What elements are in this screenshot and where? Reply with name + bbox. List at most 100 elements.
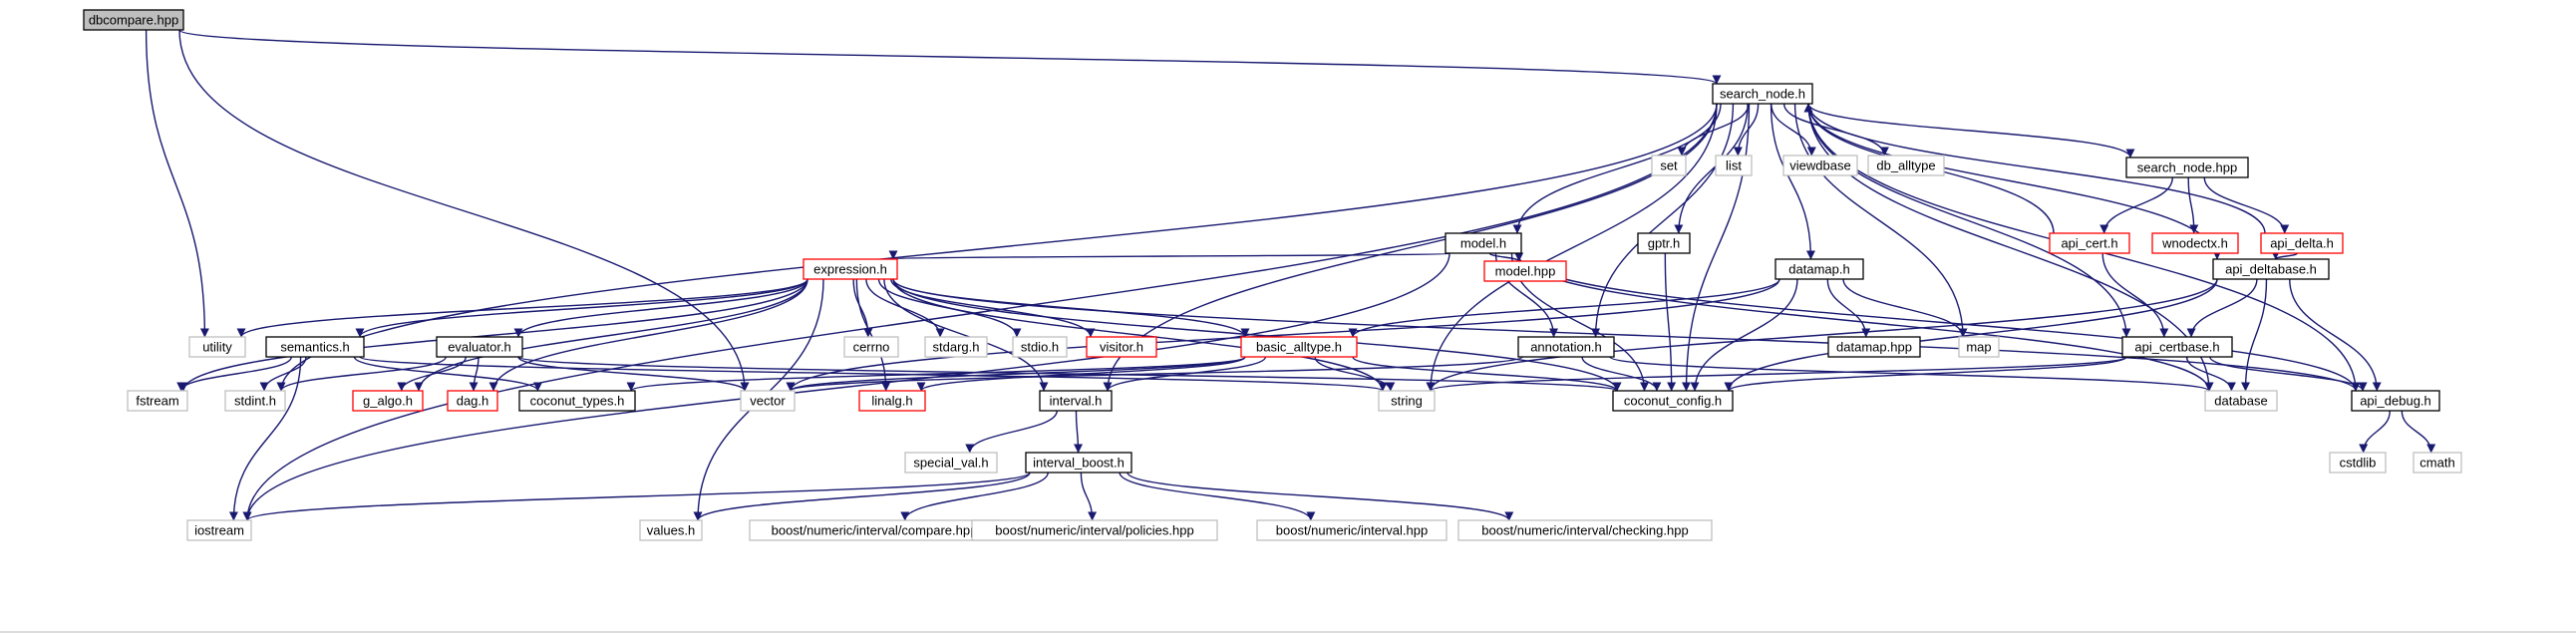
node-set: set xyxy=(1651,155,1687,176)
edge-expression_h-to-semantics_h xyxy=(355,278,808,338)
node-api-delta-h[interactable]: api_delta.h xyxy=(2260,232,2344,254)
node-label: evaluator.h xyxy=(448,339,511,354)
edge-annotation_h-to-coconut_config_h xyxy=(1581,356,1662,392)
node-visitor-h[interactable]: visitor.h xyxy=(1086,336,1157,358)
node-dbcompare[interactable]: dbcompare.hpp xyxy=(83,9,184,31)
node-dag-h[interactable]: dag.h xyxy=(447,390,498,412)
node-interval-boost-h[interactable]: interval_boost.h xyxy=(1025,452,1132,474)
node-semantics-h[interactable]: semantics.h xyxy=(265,336,365,358)
node-api-certbase-h[interactable]: api_certbase.h xyxy=(2121,336,2233,358)
node-map: map xyxy=(1958,336,2000,358)
node-label: set xyxy=(1660,158,1678,172)
node-g-algo-h[interactable]: g_algo.h xyxy=(352,390,424,412)
node-label: basic_alltype.h xyxy=(1256,339,1342,354)
node-box xyxy=(1012,336,1068,358)
node-coconut-config-h[interactable]: coconut_config.h xyxy=(1612,390,1734,412)
edge-search_node_hpp-to-api_cert_h xyxy=(2099,176,2173,234)
node-model-hpp[interactable]: model.hpp xyxy=(1483,260,1567,282)
edge-search_node-to-gptr_h xyxy=(1674,103,1749,234)
edge-evaluator_h-to-dag_h xyxy=(469,356,480,392)
edge-interval_boost_h-to-bni_policies xyxy=(1080,472,1098,521)
node-cstdlib: cstdlib xyxy=(2329,452,2387,474)
node-box xyxy=(2413,452,2462,474)
edge-datamap_h-to-coconut_config_h xyxy=(1690,278,1798,392)
node-box xyxy=(1637,232,1691,254)
edge-search_node-to-coconut_config_h xyxy=(1682,103,1751,392)
node-label: model.hpp xyxy=(1495,263,1556,278)
edge-evaluator_h-to-vector xyxy=(517,356,750,392)
node-gptr-h[interactable]: gptr.h xyxy=(1637,232,1691,254)
node-box xyxy=(1712,83,1813,105)
node-label: interval_boost.h xyxy=(1033,455,1125,470)
node-database: database xyxy=(2204,390,2278,412)
edge-datamap_h-to-basic_alltype_h xyxy=(1348,278,1780,338)
node-box xyxy=(843,336,899,358)
edge-basic_alltype_h-to-vector xyxy=(786,356,1246,392)
node-box xyxy=(1039,390,1113,412)
node-label: api_deltabase.h xyxy=(2225,261,2317,276)
node-db-alltype: db_alltype xyxy=(1867,155,1945,176)
node-label: cstdlib xyxy=(2340,455,2377,470)
node-box xyxy=(186,519,252,541)
edge-interval_boost_h-to-values_h xyxy=(693,472,1031,521)
node-api-deltabase-h[interactable]: api_deltabase.h xyxy=(2212,258,2330,280)
edge-expression_h-to-visitor_h xyxy=(890,278,1096,338)
node-basic-alltype-h[interactable]: basic_alltype.h xyxy=(1240,336,1358,358)
node-box xyxy=(2260,232,2344,254)
edge-semantics_h-to-string xyxy=(359,356,1387,392)
node-datamap-hpp[interactable]: datamap.hpp xyxy=(1827,336,1921,358)
bottom-rule xyxy=(0,631,2576,633)
node-search-node[interactable]: search_node.h xyxy=(1712,83,1813,105)
node-box xyxy=(518,390,636,412)
edge-expression_h-to-dag_h xyxy=(488,278,808,392)
node-api-cert-h[interactable]: api_cert.h xyxy=(2049,232,2130,254)
edge-dbcompare-to-utility xyxy=(145,29,209,338)
edge-expression_h-to-fstream xyxy=(178,278,808,392)
node-evaluator-h[interactable]: evaluator.h xyxy=(436,336,523,358)
node-bni-compare: boost/numeric/interval/compare.hpp xyxy=(749,519,1000,541)
edge-semantics_h-to-fstream xyxy=(176,356,292,392)
node-expression-h[interactable]: expression.h xyxy=(803,258,898,280)
node-box xyxy=(352,390,424,412)
edge-evaluator_h-to-g_algo_h xyxy=(397,356,467,392)
node-label: annotation.h xyxy=(1530,339,1602,354)
node-datamap-h[interactable]: datamap.h xyxy=(1774,258,1864,280)
edge-evaluator_h-to-coconut_config_h xyxy=(517,356,1621,392)
node-label: string xyxy=(1391,393,1423,408)
node-model-h[interactable]: model.h xyxy=(1445,232,1522,254)
node-interval-h[interactable]: interval.h xyxy=(1039,390,1113,412)
edge-gptr_h-to-coconut_config_h xyxy=(1664,252,1677,392)
node-label: cmath xyxy=(2419,455,2454,470)
edge-search_node-to-map xyxy=(1793,103,1968,338)
node-label: database xyxy=(2214,393,2268,408)
node-box xyxy=(971,519,1218,541)
node-label: vector xyxy=(750,393,786,408)
node-label: cerrno xyxy=(853,339,890,354)
node-box xyxy=(1378,390,1436,412)
edge-search_node-to-string xyxy=(1426,103,1718,392)
edge-api_debug_h-to-cstdlib xyxy=(2359,410,2391,454)
node-linalg-h[interactable]: linalg.h xyxy=(858,390,926,412)
node-label: stdint.h xyxy=(234,393,276,408)
node-coconut-types-h[interactable]: coconut_types.h xyxy=(518,390,636,412)
node-box xyxy=(2121,336,2233,358)
node-label: g_algo.h xyxy=(363,393,413,408)
edge-expression_h-to-utility xyxy=(236,278,808,338)
node-box xyxy=(904,452,998,474)
node-iostream: iostream xyxy=(186,519,252,541)
edge-search_node-to-db_alltype xyxy=(1782,103,1889,157)
node-search-node-hpp[interactable]: search_node.hpp xyxy=(2125,157,2249,178)
edge-search_node-to-api_certbase_h xyxy=(1807,103,2131,338)
node-box xyxy=(2351,390,2440,412)
node-box xyxy=(1782,155,1858,176)
node-box xyxy=(1445,232,1522,254)
node-annotation-h[interactable]: annotation.h xyxy=(1517,336,1615,358)
node-wnodectx-h[interactable]: wnodectx.h xyxy=(2151,232,2239,254)
node-box xyxy=(1240,336,1358,358)
node-api-debug-h[interactable]: api_debug.h xyxy=(2351,390,2440,412)
edge-expression_h-to-coconut_config_h xyxy=(892,278,1622,392)
node-bni-policies: boost/numeric/interval/policies.hpp xyxy=(971,519,1218,541)
edge-semantics_h-to-coconut_types_h xyxy=(353,356,542,392)
node-list: list xyxy=(1715,155,1753,176)
node-label: utility xyxy=(202,339,232,354)
